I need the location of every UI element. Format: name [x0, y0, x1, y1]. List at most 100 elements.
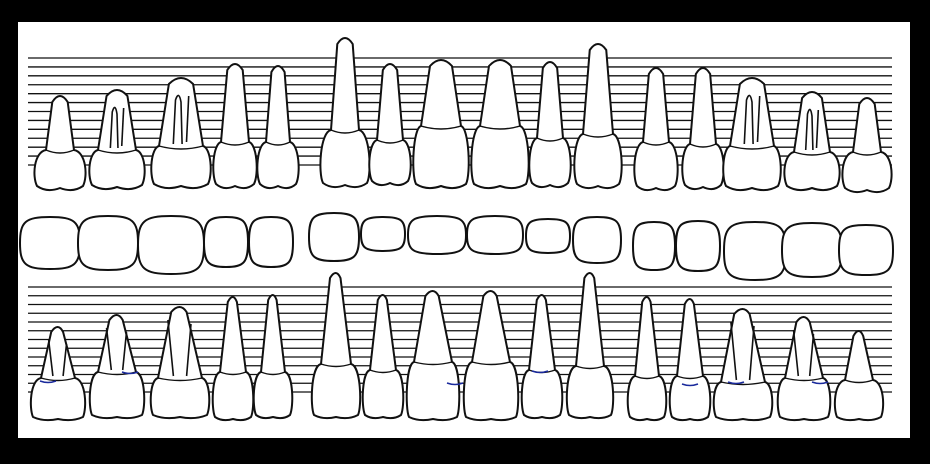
- upper-tooth: [470, 59, 530, 190]
- cej-line: [265, 141, 291, 146]
- cej-line: [220, 141, 250, 146]
- lower-tooth: [462, 290, 520, 422]
- cej-line: [479, 125, 521, 130]
- cej-line: [720, 381, 766, 386]
- lower-tooth: [211, 296, 255, 422]
- root-furcation: [105, 327, 113, 371]
- upper-tooth: [633, 67, 679, 192]
- tooth-outline: [528, 61, 572, 189]
- tooth-outline: [319, 37, 371, 189]
- lower-tooth: [149, 306, 211, 420]
- root-furcation: [792, 329, 800, 377]
- cej-line: [260, 371, 286, 376]
- root-furcation: [172, 94, 183, 145]
- root-furcation: [743, 94, 754, 145]
- upper-tooth: [368, 63, 412, 187]
- upper-tooth: [681, 67, 725, 191]
- tooth-outline: [633, 67, 679, 192]
- cej-line: [369, 369, 397, 374]
- tooth-outline: [212, 63, 258, 190]
- root-furcation: [730, 321, 738, 381]
- root-furcation: [185, 323, 192, 377]
- root-furcation: [120, 107, 125, 147]
- cej-line: [471, 361, 511, 366]
- upper-tooth: [722, 77, 782, 192]
- cej-line: [634, 375, 660, 380]
- occlusal-tooth: [76, 214, 140, 272]
- tooth-outline: [33, 95, 87, 192]
- tooth-outline: [149, 306, 211, 420]
- cej-line: [729, 145, 775, 150]
- upper-tooth: [212, 63, 258, 190]
- lower-tooth: [565, 272, 615, 420]
- tooth-outline: [405, 290, 461, 422]
- occlusal-tooth: [307, 211, 361, 263]
- cej-line: [582, 133, 614, 138]
- ink-mark: [39, 380, 57, 384]
- upper-tooth: [256, 65, 300, 190]
- cej-line: [793, 151, 831, 156]
- root-furcation: [748, 325, 755, 381]
- cej-line: [158, 145, 204, 150]
- cej-line: [420, 125, 462, 130]
- occlusal-tooth: [837, 223, 895, 277]
- upper-tooth: [412, 59, 470, 190]
- occlusal-tooth: [136, 214, 206, 276]
- cej-line: [219, 371, 247, 376]
- lower-tooth: [405, 290, 461, 422]
- ink-mark: [727, 381, 745, 385]
- ink-mark: [446, 382, 464, 386]
- occlusal-tooth: [18, 215, 82, 271]
- upper-tooth: [88, 89, 146, 191]
- cej-line: [376, 139, 404, 144]
- tooth-outline: [712, 308, 774, 422]
- tooth-outline: [520, 294, 564, 420]
- root-furcation: [47, 339, 54, 377]
- root-furcation: [62, 343, 68, 377]
- cej-line: [642, 141, 670, 146]
- cej-line: [40, 377, 76, 382]
- tooth-outline: [833, 330, 885, 422]
- occlusal-tooth: [202, 215, 250, 269]
- cej-line: [97, 149, 137, 154]
- lower-tooth: [776, 316, 832, 422]
- upper-tooth: [841, 97, 893, 194]
- lower-tooth: [361, 294, 405, 420]
- tooth-outline: [841, 97, 893, 194]
- lower-tooth: [88, 314, 146, 420]
- occlusal-tooth: [571, 215, 623, 265]
- cej-line: [844, 379, 874, 384]
- ink-mark: [121, 371, 139, 375]
- occlusal-tooth: [247, 215, 295, 269]
- occlusal-tooth: [674, 219, 722, 273]
- cej-line: [330, 129, 360, 134]
- cej-line: [575, 365, 605, 370]
- upper-tooth: [783, 91, 841, 192]
- occlusal-tooth: [406, 214, 468, 256]
- ink-mark: [681, 383, 699, 387]
- tooth-outline: [368, 63, 412, 187]
- occlusal-tooth: [524, 217, 572, 255]
- tooth-outline: [776, 316, 832, 422]
- upper-tooth: [33, 95, 87, 192]
- ink-mark: [531, 370, 549, 374]
- tooth-outline: [310, 272, 362, 420]
- tooth-outline: [681, 67, 725, 191]
- tooth-outline: [470, 59, 530, 190]
- tooth-outline: [88, 314, 146, 420]
- upper-tooth: [319, 37, 371, 189]
- occlusal-tooth: [465, 214, 525, 256]
- upper-tooth: [150, 77, 212, 190]
- occlusal-tooth: [780, 221, 844, 279]
- cej-line: [157, 377, 203, 382]
- root-furcation: [167, 319, 175, 377]
- tooth-outline: [462, 290, 520, 422]
- upper-tooth: [528, 61, 572, 189]
- upper-teeth-row: [33, 37, 893, 194]
- cej-line: [784, 377, 824, 382]
- tooth-outline: [252, 294, 294, 420]
- lower-tooth: [252, 294, 294, 420]
- tooth-outline: [361, 294, 405, 420]
